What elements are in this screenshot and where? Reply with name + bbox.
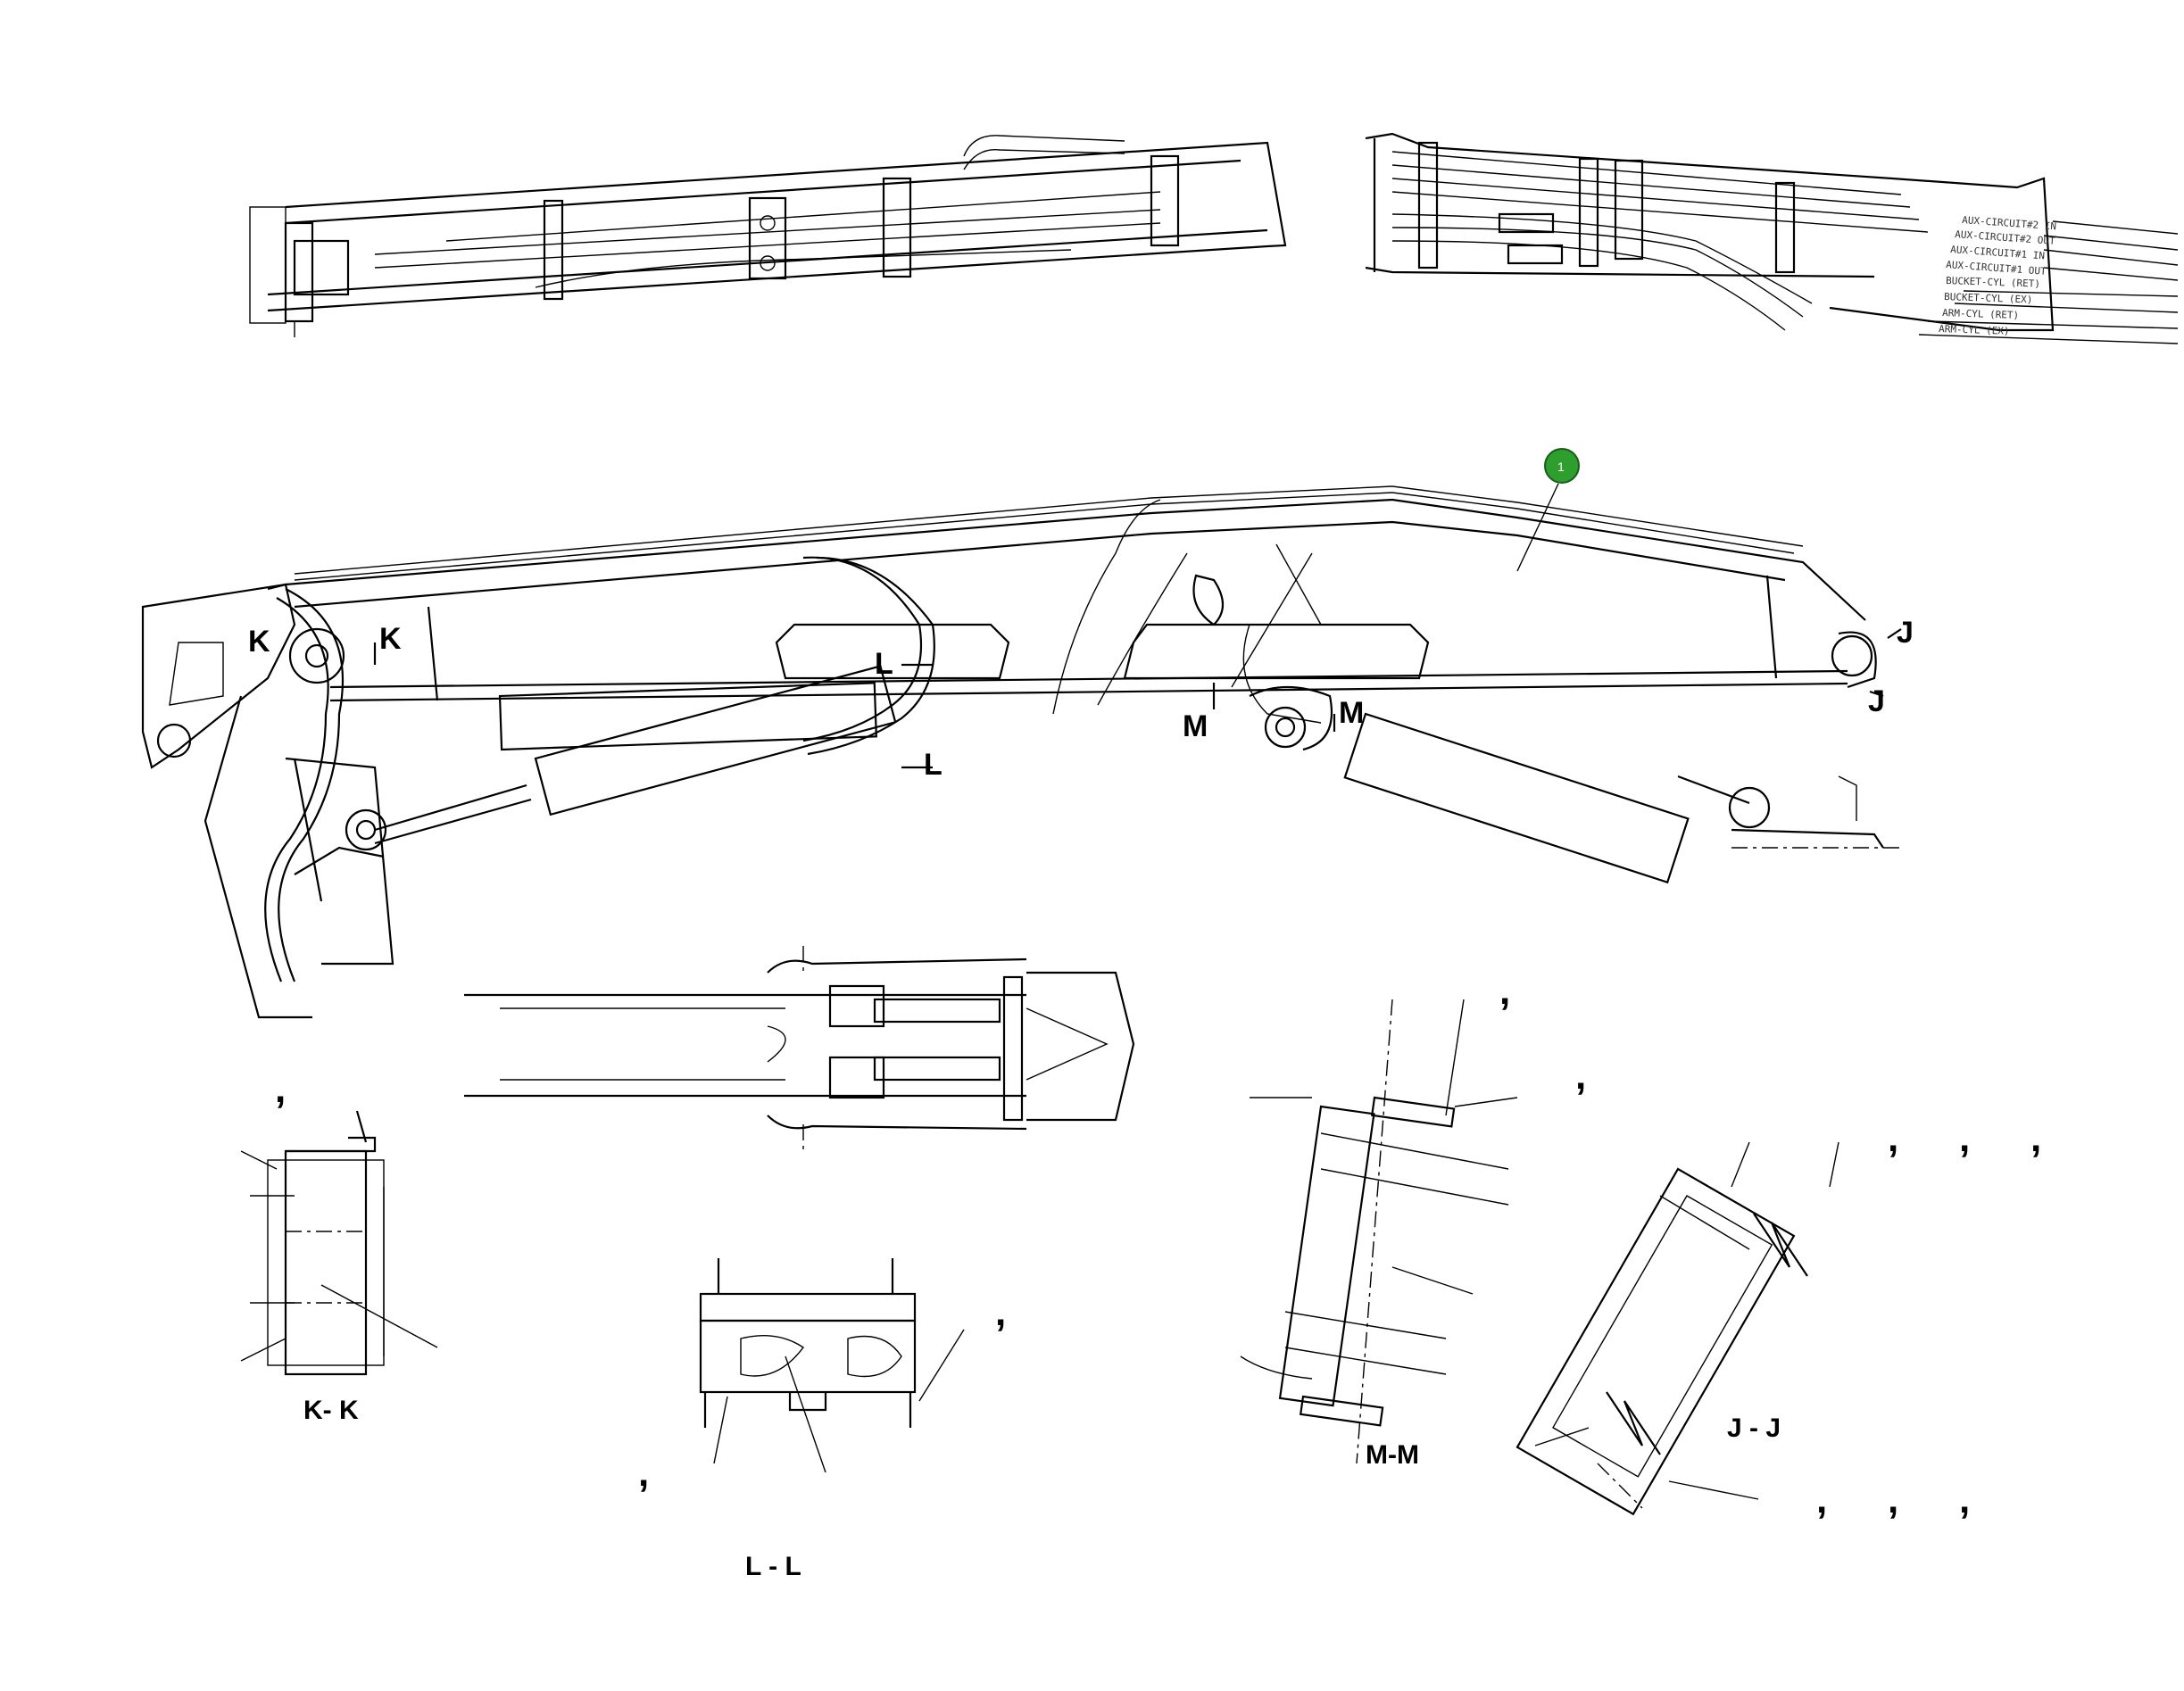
callout-balloon-1: 1 — [1516, 448, 1580, 572]
hose-label-bucket-ex: BUCKET-CYL (EX) — [1944, 291, 2033, 305]
section-view-mm — [1240, 999, 1518, 1464]
hose-label-arm-ex: ARM-CYL (EX) — [1939, 323, 2010, 337]
top-left-plan-view — [249, 135, 1287, 339]
section-view-jj — [1516, 1141, 1839, 1516]
hose-label-aux1-in: AUX-CIRCUIT#1 IN — [1950, 244, 2046, 261]
comma-mark: , — [638, 1451, 649, 1495]
section-view-ll — [699, 1258, 965, 1473]
section-marker-m-right: M — [1339, 696, 1364, 730]
view-title-jj: J - J — [1727, 1413, 1781, 1443]
section-marker-l-top: L — [875, 647, 893, 681]
top-right-plan-view: AUX-CIRCUIT#2 IN AUX-CIRCUIT#2 OUT AUX-C… — [1365, 132, 2179, 344]
comma-mark: , — [1888, 1116, 1898, 1160]
section-marker-j-top: J — [1897, 616, 1914, 650]
hose-label-arm-ret: ARM-CYL (RET) — [1942, 307, 2019, 321]
section-marker-l-bottom: L — [924, 748, 943, 782]
comma-mark: , — [1575, 1054, 1586, 1098]
section-marker-m-left: M — [1183, 709, 1208, 743]
comma-mark: , — [1959, 1478, 1970, 1521]
comma-mark: , — [1888, 1478, 1898, 1521]
view-title-ll: L - L — [745, 1552, 801, 1581]
comma-mark: , — [275, 1067, 286, 1111]
hose-label-bucket-ret: BUCKET-CYL (RET) — [1946, 275, 2040, 290]
comma-mark: , — [1959, 1116, 1970, 1160]
section-marker-j-bottom: J — [1868, 684, 1885, 718]
comma-mark: , — [1816, 1478, 1827, 1521]
view-title-mm: M-M — [1366, 1440, 1419, 1470]
section-marker-k-right: K — [379, 622, 402, 656]
callout-number: 1 — [1557, 460, 1565, 474]
view-title-kk: K- K — [303, 1396, 359, 1425]
comma-mark: , — [1499, 969, 1510, 1013]
comma-marks: , , , , , , , , , , , , — [275, 969, 2041, 1521]
comma-mark: , — [2030, 1116, 2041, 1160]
comma-mark: , — [995, 1290, 1006, 1334]
middle-plan-view — [464, 946, 1135, 1151]
boom-side-view — [141, 485, 1902, 1019]
section-marker-k-left: K — [248, 625, 270, 659]
section-view-kk — [240, 1110, 438, 1376]
